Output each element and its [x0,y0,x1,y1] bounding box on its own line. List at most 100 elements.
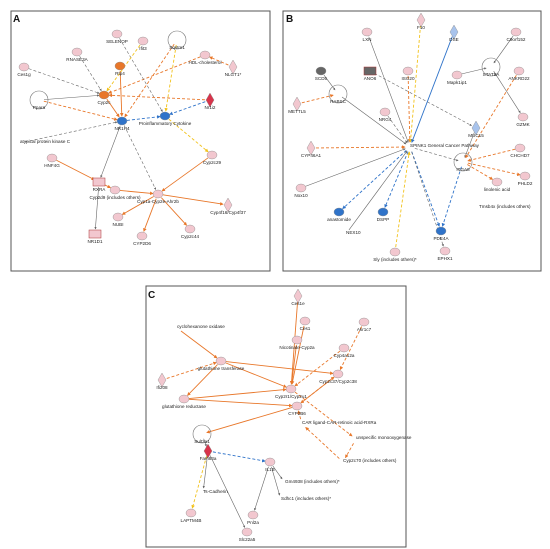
node-label: SCD5 [315,76,328,81]
node-muc15[interactable]: MUC15 [468,120,484,138]
node-shape [363,66,377,76]
node-spink1-general-cancer-pathway[interactable]: SPINK1 General Cancer Pathway [410,143,480,148]
node-anastomide[interactable]: anastomide [327,207,351,222]
node-mapk1ip1[interactable]: Mapk1ip1 [447,70,467,85]
node-label: Nicotinate-Cyp2a [279,345,315,350]
panel-c-letter: C [148,290,155,301]
node-sult2a1[interactable]: Sult2a1 [192,424,212,444]
edge-a-18 [162,194,224,206]
node-gzmk[interactable]: GZMK [516,112,531,127]
node-shape [136,231,148,241]
node-cyp46a1[interactable]: CYP46A1 [301,140,322,158]
node-rtp4[interactable]: Rtp4 [114,61,125,76]
node-proinflammatory-cytokine[interactable]: Proinflammatory Cytokine [139,111,192,126]
node-selenop[interactable]: SELENOP [106,29,128,44]
node-nr1d1[interactable]: NR1D1 [87,229,103,244]
node-ces1[interactable]: Ces1 [300,316,311,331]
node-label: Tmsb4x (includes others) [479,204,531,209]
node-rabsc[interactable]: RABSC [328,84,348,104]
node-stat5a[interactable]: STAT5A [481,57,501,77]
node-nex10[interactable]: NEX10 [346,230,361,235]
node-car-ligand-car-retinoic-acid-rxra[interactable]: CAR ligand-CAR-retinoic acid-RXRa [302,420,377,425]
node-cyp2c29[interactable]: Cyp2c29 [203,150,222,165]
node-unspecific-monooxygenase[interactable]: unspecific monooxygenase [356,435,412,440]
node-scd5[interactable]: SCD5 [315,66,328,81]
node-ppara[interactable]: Ppara [29,90,49,110]
node-cyp2c44[interactable]: Cyp2c44 [181,224,200,239]
node-laptm4b[interactable]: LAPTM4B [181,508,202,523]
node-f10[interactable]: F10 [416,12,425,30]
node-nrg4[interactable]: NRG4 [379,107,392,122]
node-glutathione-transferase[interactable]: glutathione transferase [198,356,245,371]
node-label: Cyp4f16/Cyp4f37 [210,210,246,215]
edge-c-24 [188,387,287,399]
edge-a-14 [119,190,154,196]
node-label: NRG4 [379,117,392,122]
node-cyp1a-cyp2e-ahr2b[interactable]: Cyp1a-Cyp2e-Ahr2b [137,189,179,204]
node-atypical-protein-kinase-c[interactable]: atypical protein kinase C [20,139,71,144]
node-dse[interactable]: DSE [449,24,459,42]
node-akr1c7[interactable]: Akr1c7 [357,317,372,332]
node-shape [519,171,531,181]
node-cyp2b6[interactable]: CYP2B6 [288,401,306,416]
node-pde4a[interactable]: PDE4A [433,226,449,241]
node-sly-includes-others[interactable]: Sly (includes others)* [373,247,417,262]
node-pnl2a[interactable]: Pnl2a [247,510,259,525]
node-cyclohexanone-oxidase[interactable]: cyclohexanone oxidase [177,324,225,329]
node-lxn[interactable]: LXN [361,27,373,42]
edge-c-21 [191,455,208,509]
node-rxra[interactable]: RXRA [92,177,107,192]
node-mettl5[interactable]: METTL5 [288,96,306,114]
node-nox10[interactable]: Nox10 [294,183,308,198]
node-cyp4f16-cyp4f37[interactable]: Cyp4f16/Cyp4f37 [210,197,246,215]
node-cyp2c37-cyp2c38[interactable]: Cyp2c37/Cyp2c38 [319,369,357,384]
node-nr1h4[interactable]: NR1H4 [114,116,130,131]
node-ankrd22[interactable]: ANKRD22 [508,66,530,81]
edge-b-2 [374,73,472,126]
node-nubi[interactable]: NUBI [113,212,124,227]
node-nicotinate-cyp2a[interactable]: Nicotinate-Cyp2a [279,335,315,350]
node-linolenic-acid[interactable]: linolenic acid [484,177,511,192]
node-hdl-cholesterol[interactable]: HDL-cholesterol [189,50,222,65]
node-tmsb4x-includes-others[interactable]: Tmsb4x (includes others) [479,204,531,209]
node-cyp2r1-cyp2u1[interactable]: Cyp2r1/Cyp2u1 [275,384,307,399]
node-rnase3a[interactable]: RNASE3A [66,47,89,62]
node-shape [92,177,106,187]
node-cyp4a12a[interactable]: Cyp4a12a [334,343,355,358]
node-label: Cyp2r1/Cyp2u1 [275,394,307,399]
node-gm4938-includes-others[interactable]: Gm4938 (includes others)* [285,479,340,484]
node-ces1g[interactable]: Ces1g [17,62,31,77]
node-sdhc1-includes-others[interactable]: Sdhc1 (includes others)* [281,496,331,501]
node-dspp[interactable]: DSPP [377,207,390,222]
node-hnf4g[interactable]: HNF4G [44,153,60,168]
node-sqstm1[interactable]: Sqstm1 [167,30,187,50]
node-ts-cadherin[interactable]: Ts-Cadherin [203,489,228,494]
node-cyp2c70-includes-others[interactable]: Cyp2c70 (includes others) [343,458,397,463]
node-nr1i2[interactable]: Nr1i2 [205,92,216,110]
node-ano6[interactable]: ANO6 [363,66,377,81]
node-ephx1[interactable]: EPHX1 [437,246,453,261]
node-fam83a[interactable]: Fam83a [200,443,217,461]
node-shape [215,356,227,366]
node-isg20[interactable]: ISG20 [401,66,415,81]
node-c9orf152[interactable]: C9orf152 [507,27,526,42]
node-label: Cyp2c29 [203,160,222,165]
node-shape [167,30,187,50]
edge-b-14 [414,148,459,162]
node-cyp2c[interactable]: Cyp2c [97,90,111,105]
node-ifit3[interactable]: Ifit3 [137,36,149,51]
node-label: CYP2D6 [133,241,151,246]
node-chchd7[interactable]: CHCHD7 [510,143,530,158]
node-slc22a5[interactable]: Slc22a5 [239,527,256,542]
edge-c-27 [345,443,354,459]
node-cyp2d6[interactable]: CYP2D6 [133,231,151,246]
node-nlgt1[interactable]: NLGT1* [225,59,242,77]
node-ifi208[interactable]: Ifi208 [156,372,168,390]
node-glutathione-reductase[interactable]: glutathione reductase [162,394,206,409]
node-phld2[interactable]: PHLD2 [518,171,533,186]
node-il1b[interactable]: IL1B [264,457,276,472]
node-ces1e[interactable]: Ces1e [291,288,305,306]
node-shape [203,443,213,459]
node-itga8[interactable]: ITGA8 [453,152,473,172]
node-cyp2d9-includes-others[interactable]: Cyp2d9 (includes others) [89,185,141,200]
